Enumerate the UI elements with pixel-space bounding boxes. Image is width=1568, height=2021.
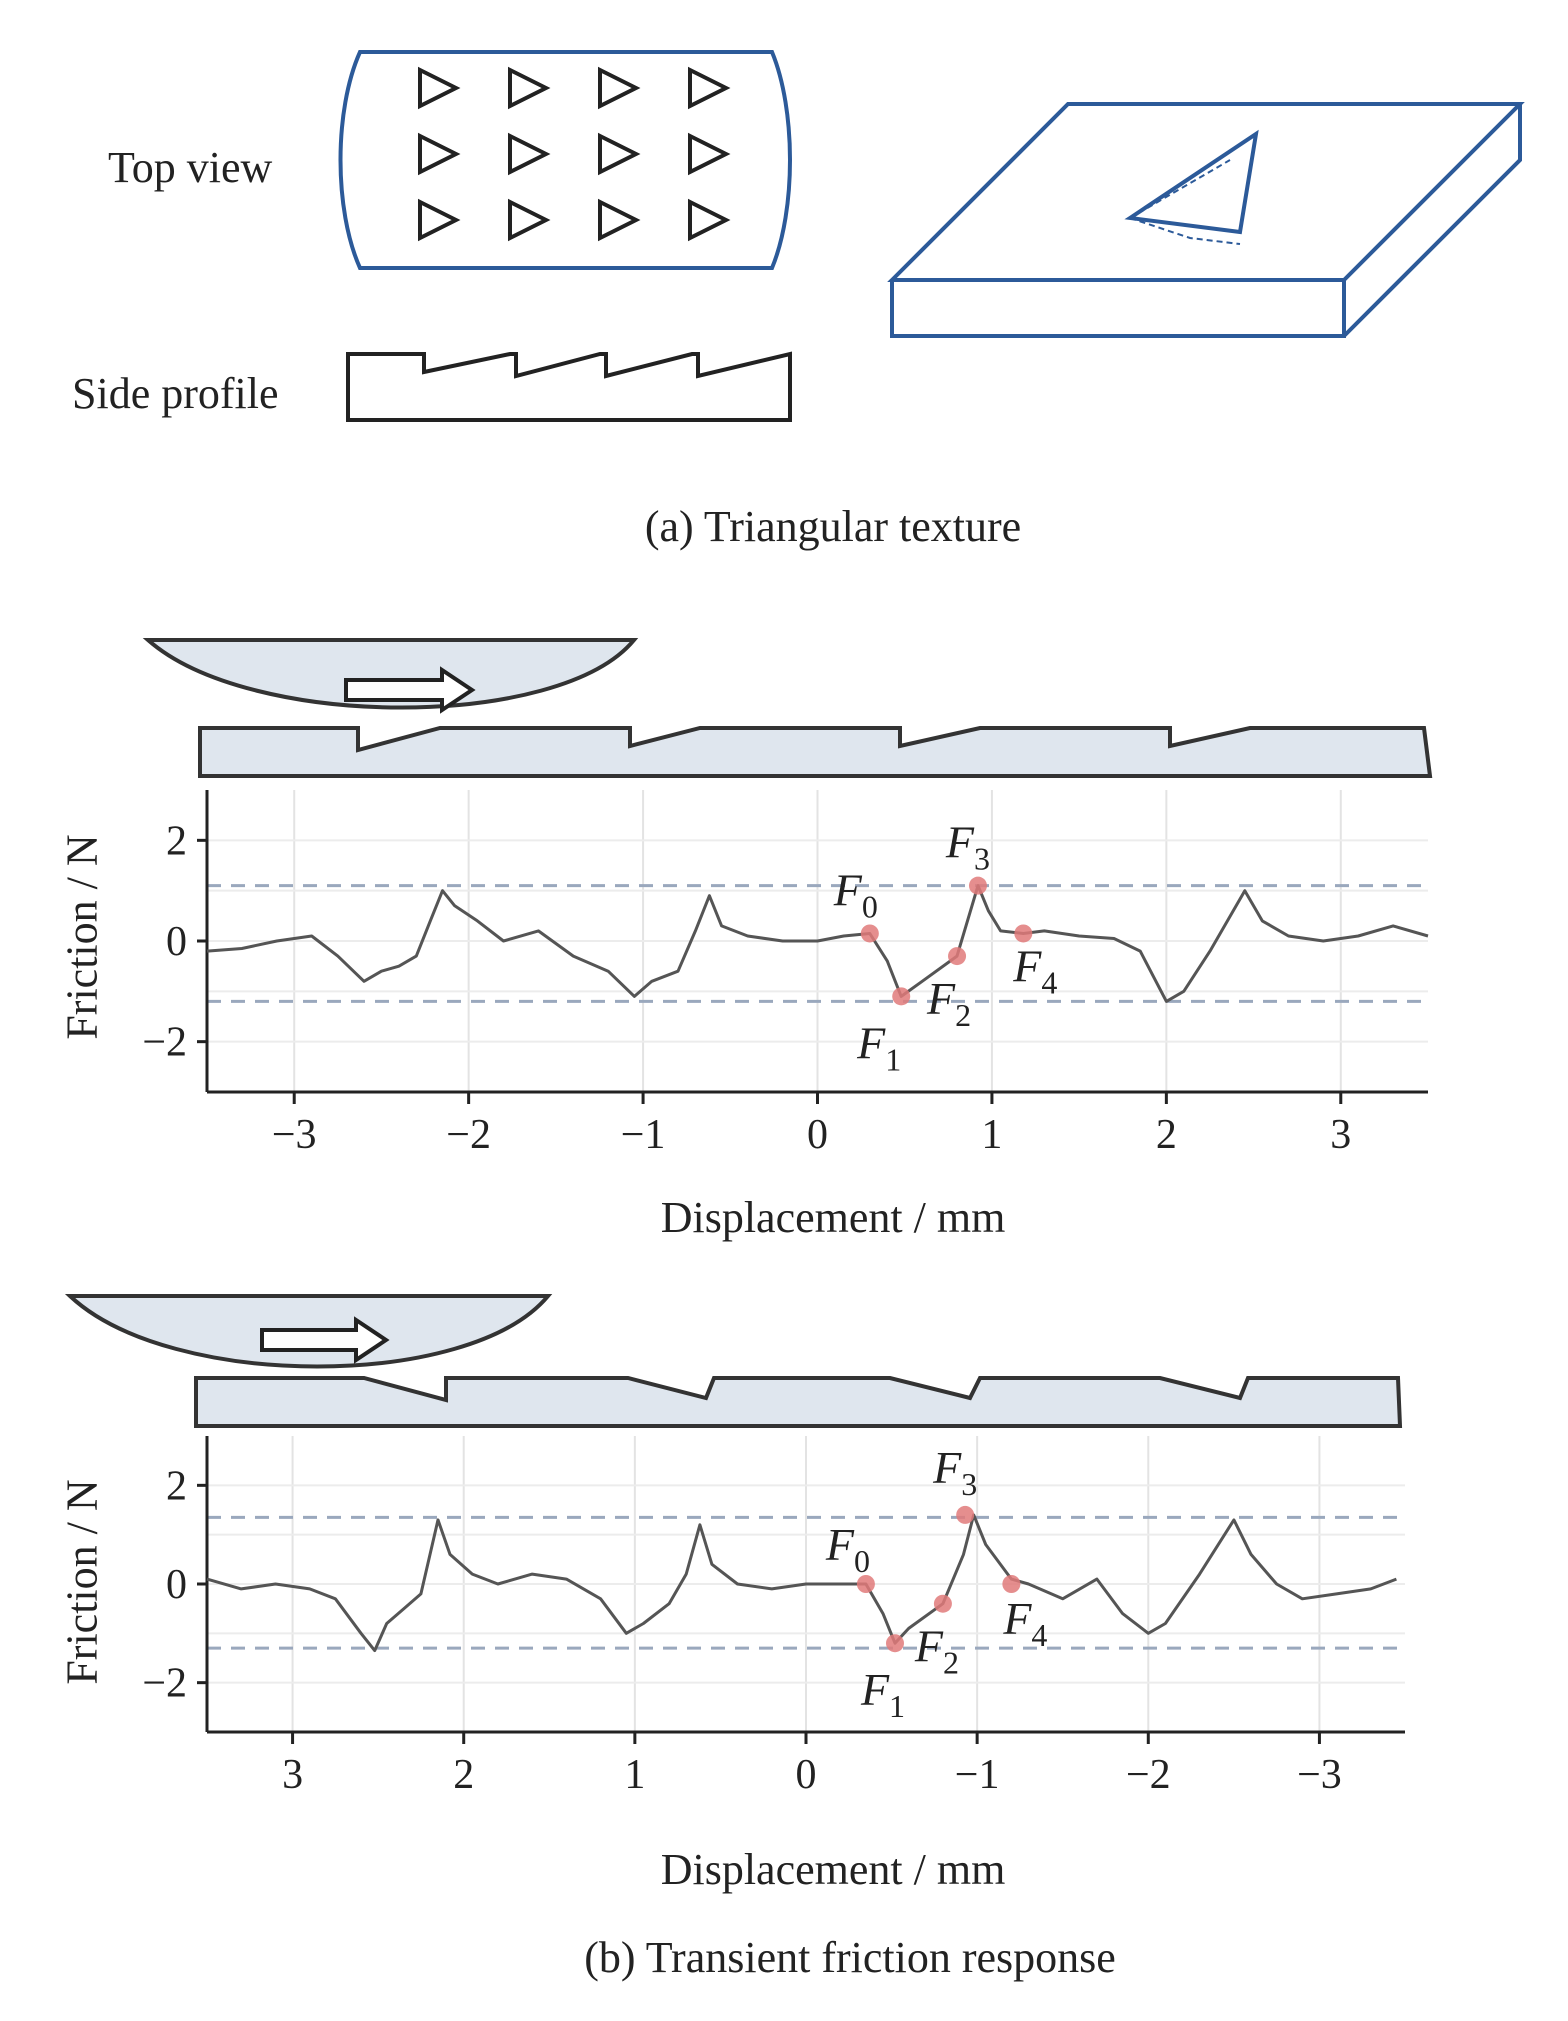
friction-series-line <box>206 884 1429 1003</box>
x-tick-label: −3 <box>1297 1752 1342 1798</box>
y-tick-label: −2 <box>142 1020 187 1066</box>
slider-ball-upper <box>142 638 639 714</box>
marker-label-F1: F1 <box>856 1017 901 1077</box>
y-tick-label: 0 <box>166 919 187 965</box>
panel-b-caption: (b) Transient friction response <box>584 1933 1116 1982</box>
x-tick-label: −2 <box>1126 1752 1171 1798</box>
chart1-ylabel: Friction / N <box>57 834 107 1040</box>
triangle-dimple-glyph <box>688 132 731 176</box>
marker-label-F0: F0 <box>825 1519 870 1579</box>
marker-point-F3 <box>956 1505 975 1524</box>
triangular-dimple <box>1124 129 1259 245</box>
triangle-dimple-glyph <box>688 198 731 242</box>
marker-point-F4 <box>1014 924 1033 943</box>
friction-series-line <box>206 1513 1397 1653</box>
x-tick-label: 1 <box>624 1752 645 1798</box>
triangle-dimple-glyph <box>598 132 641 176</box>
marker-label-F3: F3 <box>932 1442 977 1502</box>
marker-label-F4: F4 <box>1002 1593 1047 1653</box>
textured-rail-upper <box>198 726 1433 778</box>
marker-point-F2 <box>933 1594 952 1613</box>
marker-point-F0 <box>860 924 879 943</box>
textured-rail-lower <box>194 1376 1403 1428</box>
marker-label-F2: F2 <box>926 973 971 1033</box>
marker-point-F3 <box>968 876 987 895</box>
x-tick-label: −2 <box>446 1112 491 1158</box>
y-tick-label: 2 <box>166 1463 187 1509</box>
x-tick-label: 3 <box>282 1752 303 1798</box>
x-tick-label: −3 <box>272 1112 317 1158</box>
slider-ball-lower <box>64 1294 553 1369</box>
x-tick-label: −1 <box>621 1112 666 1158</box>
triangle-dimple-glyph <box>508 198 551 242</box>
y-tick-label: 0 <box>166 1562 187 1608</box>
triangle-dimple-glyph <box>418 66 461 110</box>
side-profile-label: Side profile <box>72 369 279 418</box>
top-view-strip <box>338 50 792 270</box>
marker-point-F4 <box>1002 1575 1021 1593</box>
isometric-block <box>887 102 1525 338</box>
panel-a-drawing <box>338 50 1525 422</box>
marker-point-F1 <box>892 987 911 1006</box>
x-tick-label: 1 <box>981 1112 1002 1158</box>
triangle-dimple-glyph <box>418 132 461 176</box>
marker-label-F4: F4 <box>1012 940 1057 1000</box>
x-tick-label: 0 <box>796 1752 817 1798</box>
marker-label-F2: F2 <box>914 1621 959 1681</box>
chart2-xlabel: Displacement / mm <box>660 1845 1006 1894</box>
marker-point-F2 <box>948 947 967 966</box>
y-tick-label: 2 <box>166 818 187 864</box>
marker-label-F0: F0 <box>833 864 878 924</box>
x-tick-label: −1 <box>955 1752 1000 1798</box>
x-tick-label: 0 <box>807 1112 828 1158</box>
marker-label-F1: F1 <box>860 1664 905 1724</box>
y-tick-label: −2 <box>142 1661 187 1707</box>
triangle-dimple-glyph <box>598 66 641 110</box>
chart2-ylabel: Friction / N <box>57 1479 107 1685</box>
marker-point-F1 <box>885 1634 904 1653</box>
top-view-label: Top view <box>108 143 273 192</box>
marker-label-F3: F3 <box>945 817 990 877</box>
panel-a-caption: (a) Triangular texture <box>644 502 1022 551</box>
triangle-dimple-glyph <box>418 198 461 242</box>
chart1-xlabel: Displacement / mm <box>660 1193 1006 1242</box>
side-profile-shape <box>346 351 792 422</box>
triangle-dimple-glyph <box>688 66 731 110</box>
x-tick-label: 2 <box>453 1752 474 1798</box>
x-tick-label: 2 <box>1156 1112 1177 1158</box>
marker-point-F0 <box>856 1575 875 1593</box>
triangle-dimple-glyph <box>598 198 641 242</box>
triangle-texture-grid <box>418 66 731 242</box>
triangle-dimple-glyph <box>508 66 551 110</box>
triangle-dimple-glyph <box>508 132 551 176</box>
x-tick-label: 3 <box>1330 1112 1351 1158</box>
